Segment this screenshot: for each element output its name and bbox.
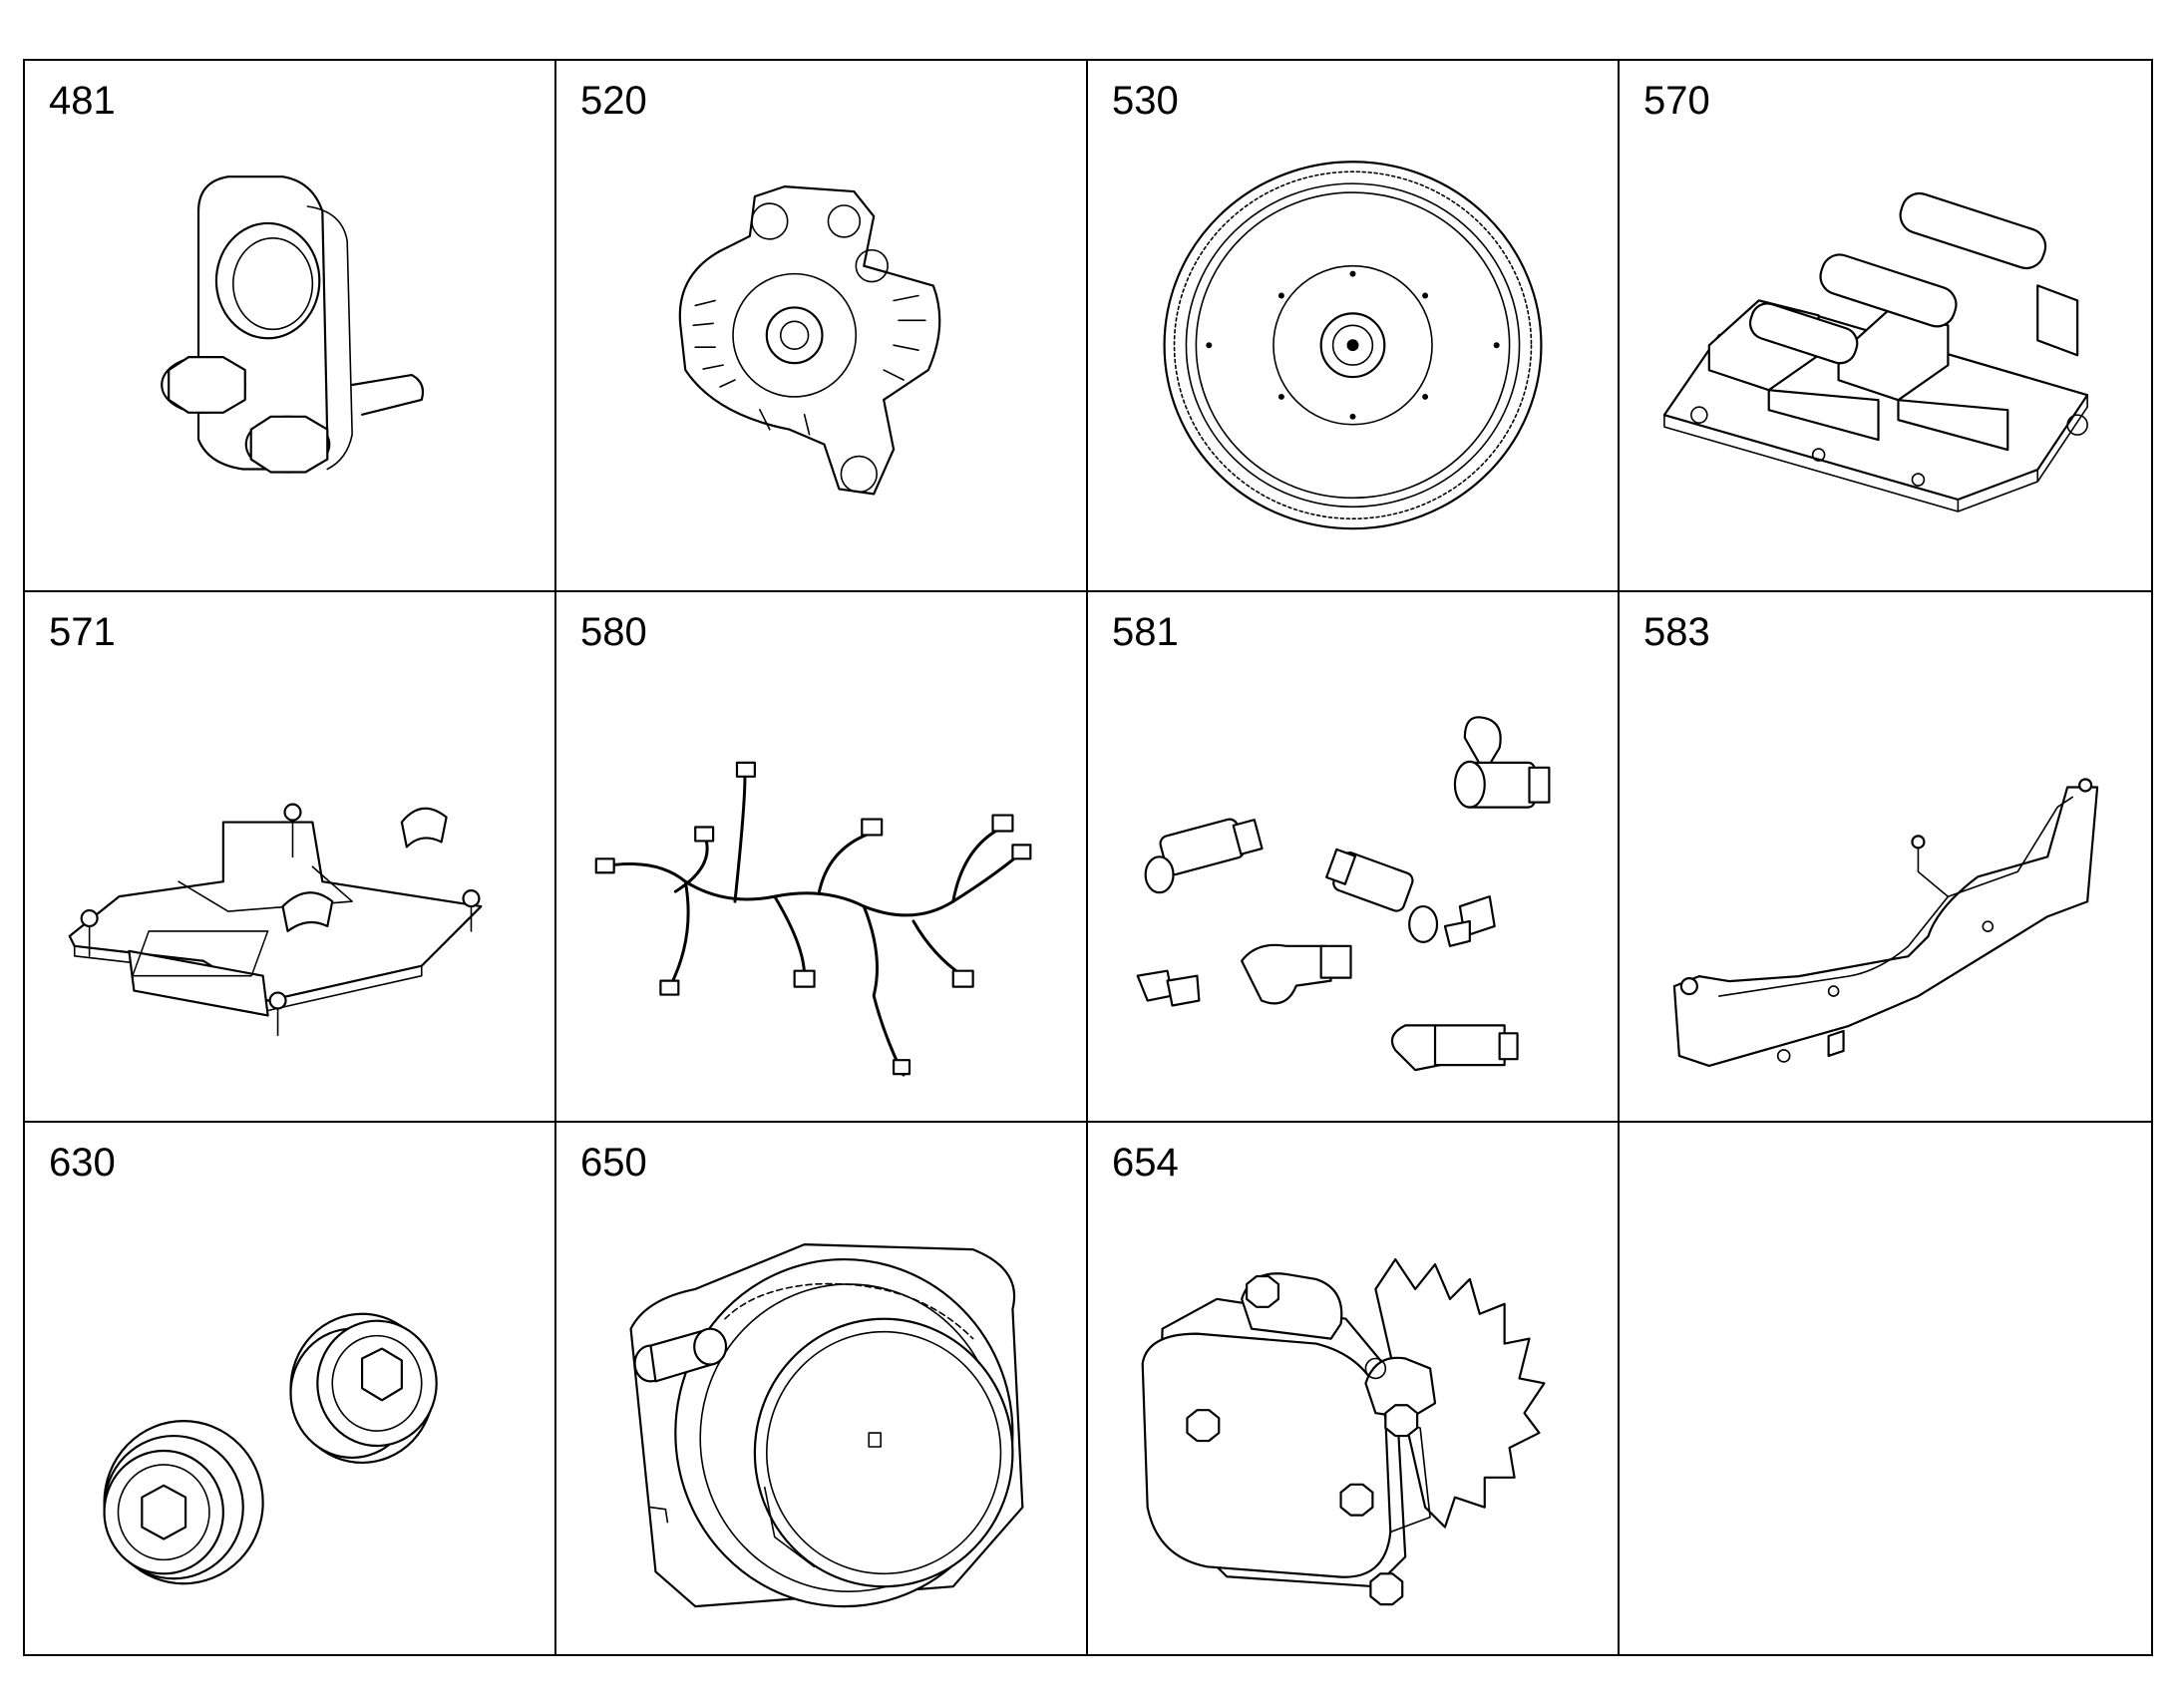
- part-cell[interactable]: 654: [1088, 1123, 1620, 1654]
- part-cell[interactable]: 630: [25, 1123, 556, 1654]
- part-number: 583: [1643, 609, 1710, 654]
- sensor-set-icon: [1088, 592, 1618, 1122]
- part-cell[interactable]: 571: [25, 591, 556, 1124]
- wiring-harness-icon: [556, 592, 1086, 1122]
- part-cell[interactable]: 583: [1620, 592, 2151, 1124]
- flywheel-icon: [1088, 61, 1618, 590]
- gear-housing-icon: [556, 61, 1086, 590]
- part-cell[interactable]: 581: [1088, 591, 1620, 1124]
- empty-cell: [1620, 1123, 2151, 1654]
- pump-icon: [1088, 1123, 1618, 1654]
- part-number: 654: [1112, 1141, 1179, 1186]
- parts-grid: 481 520: [23, 59, 2153, 1656]
- part-number: 580: [580, 609, 647, 654]
- part-cell[interactable]: 520: [556, 61, 1088, 592]
- part-cell[interactable]: 580: [556, 591, 1088, 1124]
- part-number: 630: [49, 1141, 116, 1186]
- part-number: 570: [1643, 79, 1710, 123]
- cover-plate-icon: [1620, 592, 2151, 1122]
- part-number: 520: [580, 79, 647, 123]
- part-number: 650: [580, 1141, 647, 1186]
- part-number: 581: [1112, 609, 1179, 654]
- timing-pin-bracket-icon: [25, 61, 554, 590]
- part-number: 481: [49, 79, 116, 123]
- valve-manifold-icon: [1620, 61, 2151, 590]
- part-cell[interactable]: 530: [1088, 61, 1620, 592]
- part-cell[interactable]: 650: [556, 1123, 1088, 1654]
- part-number: 530: [1112, 79, 1179, 123]
- flywheel-housing-icon: [556, 1123, 1086, 1654]
- part-number: 571: [49, 609, 116, 654]
- mounting-bracket-icon: [25, 592, 554, 1122]
- plug-screw-icon: [25, 1123, 554, 1654]
- part-cell[interactable]: 481: [25, 61, 556, 592]
- part-cell[interactable]: 570: [1620, 61, 2151, 592]
